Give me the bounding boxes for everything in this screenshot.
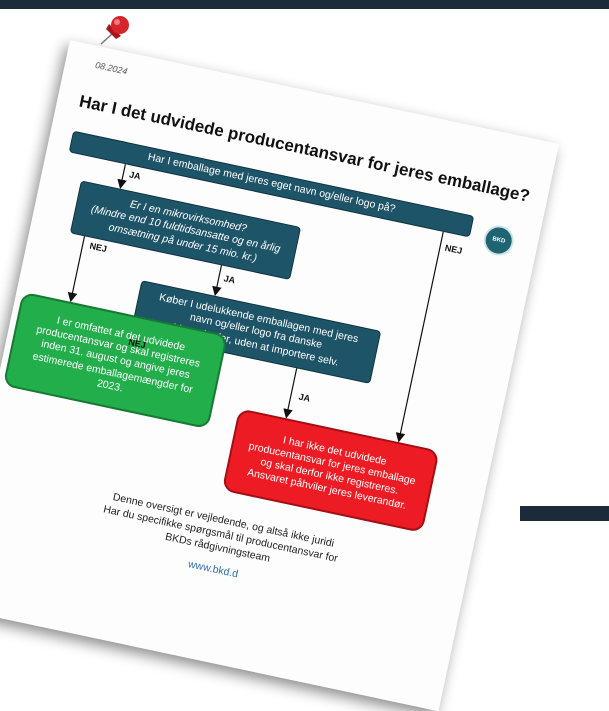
edge-q1-to-red <box>395 231 444 443</box>
label-q2-ja: JA <box>222 273 237 286</box>
edge-q2-to-q3 <box>212 265 223 297</box>
edge-q1-to-q2 <box>117 164 127 190</box>
label-q3-ja: JA <box>297 391 312 404</box>
label-q1-ja: JA <box>128 169 142 182</box>
bottom-frame-bar <box>520 506 609 521</box>
pushpin-icon <box>100 16 129 45</box>
top-frame-bar <box>0 0 609 9</box>
flowchart-sheet: 08.2024 Har I det udvidede producentansv… <box>0 40 560 711</box>
edge-q3-to-red <box>283 368 298 419</box>
edge-q2-to-green <box>67 236 86 303</box>
